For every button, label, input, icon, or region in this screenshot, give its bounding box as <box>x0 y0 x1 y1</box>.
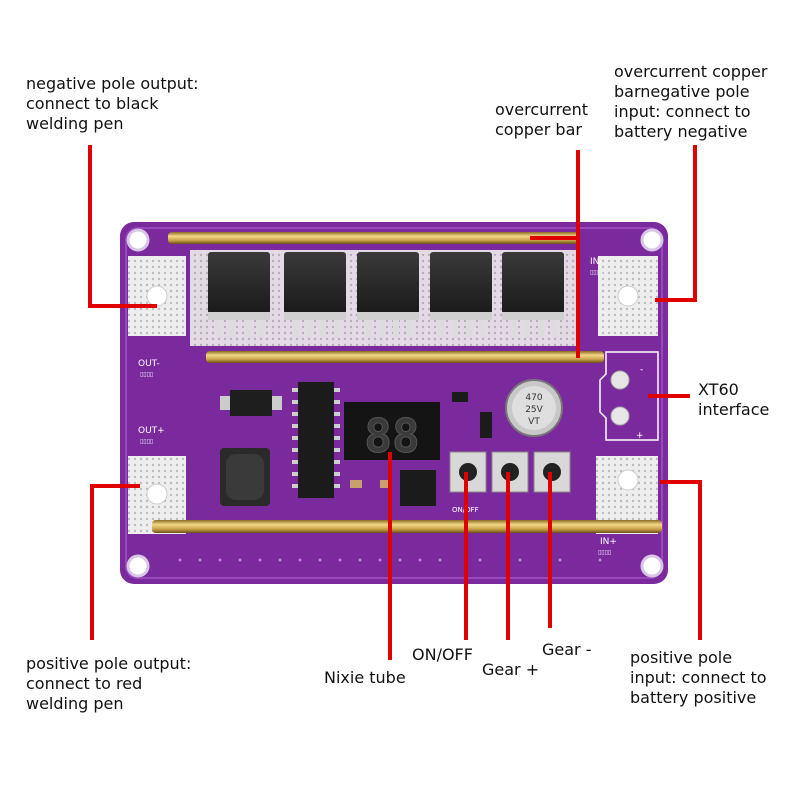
silk-out-plus: OUT+ <box>138 426 165 436</box>
xt60-minus-mark: - <box>640 365 643 375</box>
label-gear-minus: Gear - <box>542 640 592 659</box>
copper-bar-middle <box>206 351 604 363</box>
silk-in-minus: IN- <box>590 257 603 267</box>
silk-out-minus: OUT- <box>138 359 160 369</box>
copper-bar-top <box>168 232 580 244</box>
silk-chinese: ▯▯▯▯ <box>140 438 153 445</box>
regulator-chip <box>230 390 272 416</box>
cap-label-1: 470 <box>525 393 542 403</box>
mosfet <box>430 252 492 338</box>
mosfet <box>208 252 270 338</box>
label-negative-pole-output: negative pole output: connect to black w… <box>26 74 199 133</box>
capacitor: 470 25V VT <box>505 379 563 437</box>
ic-chip <box>298 382 334 498</box>
label-gear-plus: Gear + <box>482 660 540 679</box>
xt60-plus-mark: + <box>636 431 644 441</box>
label-on-off: ON/OFF <box>412 645 473 664</box>
mosfet <box>502 252 564 338</box>
silk-in-plus: IN+ <box>600 537 617 547</box>
mosfet-row <box>208 252 564 338</box>
callout-lines <box>88 145 702 660</box>
callout-line-pos-out <box>90 484 140 640</box>
cap-label-2: 25V <box>525 405 543 415</box>
nixie-tube-display: 88 <box>344 402 440 464</box>
silk-chinese: ▯▯▯▯ <box>140 371 153 378</box>
xt60-connector: - + <box>599 351 659 441</box>
display-digits: 88 <box>364 409 419 463</box>
callout-line-copper-bar <box>530 150 580 358</box>
callout-line-pos-in <box>660 480 702 640</box>
mosfet <box>357 252 419 338</box>
label-positive-pole-output: positive pole output: connect to red wel… <box>26 654 192 713</box>
label-negative-pole-input: overcurrent copper barnegative pole inpu… <box>614 62 768 141</box>
cap-label-3: VT <box>528 417 540 427</box>
label-xt60-interface: XT60 interface <box>698 380 770 419</box>
silk-chinese: ▯▯▯▯ <box>590 269 603 276</box>
silk-chinese: ▯▯▯▯ <box>598 549 611 556</box>
callout-line-neg-in <box>655 145 697 302</box>
label-overcurrent-copper-bar: overcurrent copper bar <box>495 100 589 139</box>
copper-bar-bottom <box>152 520 662 533</box>
label-nixie-tube: Nixie tube <box>324 668 406 687</box>
mosfet <box>284 252 346 338</box>
label-positive-pole-input: positive pole input: connect to battery … <box>630 648 767 707</box>
callout-line-neg-out <box>88 145 157 308</box>
